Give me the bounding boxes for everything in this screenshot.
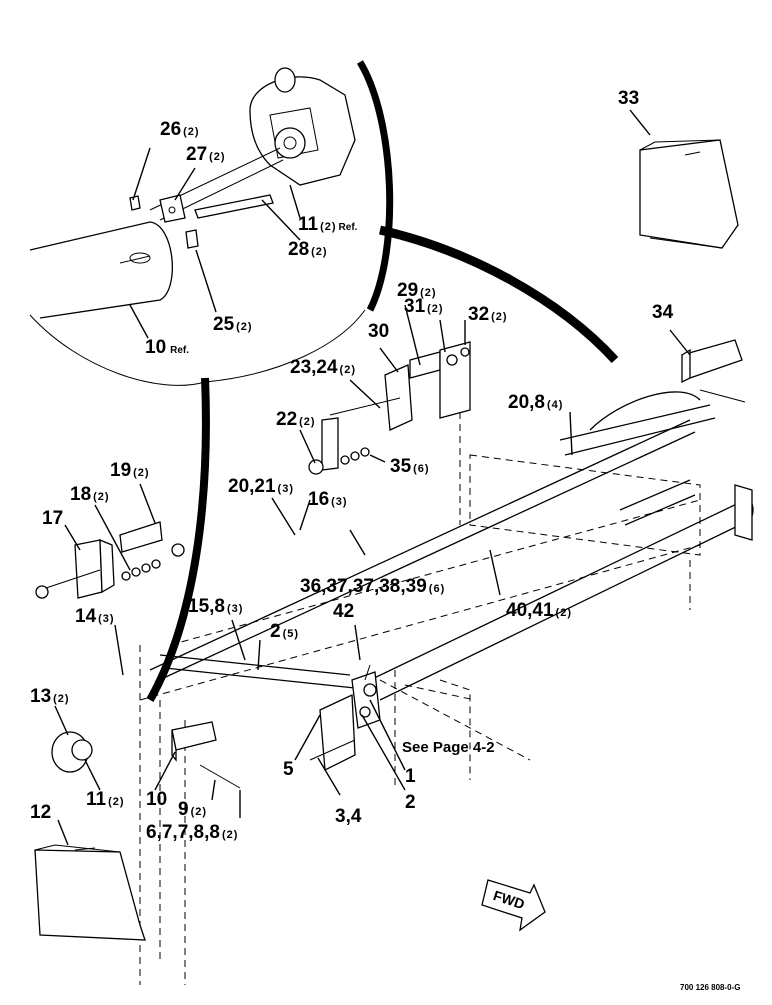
left-components: [34, 721, 241, 941]
callout-9: 9(2): [178, 799, 207, 820]
callout-10: 10: [146, 789, 167, 810]
drawing-code: 700 126 808-0-G: [680, 983, 741, 992]
callout-35: 35(6): [390, 456, 430, 477]
callout-33: 33: [618, 88, 639, 109]
callout-27: 27(2): [186, 144, 226, 165]
inset-parts: [29, 67, 356, 319]
detail-magnifier: [29, 60, 619, 702]
callout-36-39: 36,37,37,38,39(6): [300, 576, 445, 597]
callout-32: 32(2): [468, 304, 508, 325]
callout-20-21: 20,21(3): [228, 476, 294, 497]
frame-tubes: [159, 479, 754, 701]
callout-11-ref: 11(2)Ref.: [298, 214, 358, 235]
callout-12: 12: [30, 802, 51, 823]
callout-30: 30: [368, 321, 389, 342]
callout-2b: 2: [405, 792, 416, 813]
callout-40-41: 40,41(2): [506, 600, 572, 621]
callout-23-24: 23,24(2): [290, 357, 356, 378]
callout-1: 1: [405, 766, 416, 787]
callout-18: 18(2): [70, 484, 110, 505]
callout-25: 25(2): [213, 314, 253, 335]
bracket-34: [681, 339, 746, 403]
shield-33: [639, 139, 739, 249]
callout-15-8: 15,8(3): [188, 596, 243, 617]
left-bearing-assembly: [35, 521, 185, 599]
forward-direction-arrow: FWD: [481, 879, 546, 932]
callout-34: 34: [652, 302, 674, 323]
callout-16: 16(3): [308, 489, 348, 510]
callout-3-4: 3,4: [335, 806, 362, 827]
callout-42: 42: [333, 601, 354, 622]
callout-13: 13(2): [30, 686, 70, 707]
bearing-assembly: [308, 341, 471, 475]
callout-20-8: 20,8(4): [508, 392, 563, 413]
frame-reference-outline: [139, 400, 701, 985]
see-page-note: See Page 4-2: [402, 739, 495, 756]
main-shaft: [149, 391, 716, 683]
callout-14: 14(3): [75, 606, 115, 627]
callout-29: 29(2): [397, 280, 437, 301]
callout-11: 11(2): [86, 789, 125, 810]
callout-2: 2(5): [270, 621, 299, 642]
callout-31: 31(2): [404, 296, 444, 317]
callout-19: 19(2): [110, 460, 150, 481]
callout-17: 17: [42, 508, 63, 529]
callout-5: 5: [283, 759, 294, 780]
callout-22: 22(2): [276, 409, 316, 430]
center-mechanism: [309, 664, 381, 772]
leader-lines: [54, 109, 691, 846]
callout-26: 26(2): [160, 119, 200, 140]
callout-6-7-8: 6,7,7,8,8(2): [146, 822, 238, 843]
callout-28: 28(2): [288, 239, 328, 260]
